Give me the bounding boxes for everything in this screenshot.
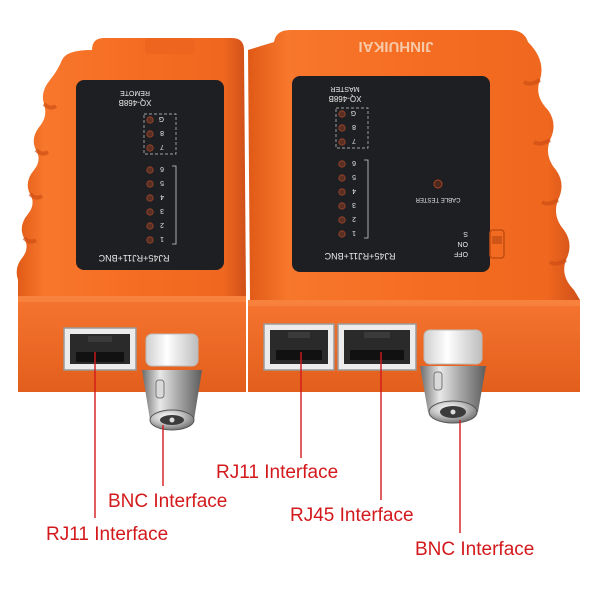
led-label: 6 [352,159,356,166]
led-indicator [338,202,346,210]
led-indicator [338,160,346,168]
led-label: 3 [352,201,356,208]
switch-label-s: S [463,230,468,237]
master-led-column: G 8 7 6 5 4 3 2 1 [335,107,369,239]
led-label: 7 [352,137,356,144]
remote-panel [76,80,224,270]
remote-port-caption: RJ45+RJ11+BNC [98,253,169,263]
led-indicator [146,222,154,230]
remote-rj11-callout: RJ11 Interface [46,524,169,545]
led-label: 3 [160,207,164,214]
master-rj11-callout: RJ11 Interface [216,462,339,483]
led-indicator [146,236,154,244]
master-role-label: MASTER [330,85,359,92]
led-label: 5 [160,179,164,186]
switch-labels: OFF ON S [454,230,468,257]
led-label: 2 [160,221,164,228]
led-indicator [146,194,154,202]
remote-rj11-port [63,327,137,371]
remote-bnc-connector [142,333,202,431]
remote-model-label: XQ-468B [119,98,152,107]
led-label: 6 [160,165,164,172]
callout-lines [94,352,461,533]
led-label: G [159,115,164,122]
master-ridge-shading [522,78,568,266]
master-bnc-connector [420,329,486,424]
cable-tester-label: CABLE TESTER [415,196,461,202]
led-indicator [146,116,154,124]
led-indicator [146,208,154,216]
led-group-outline [143,113,177,155]
master-model-label: XQ-468B [329,94,362,103]
switch-label-on: ON [458,240,469,247]
led-label: 4 [352,187,356,194]
remote-led-column: G 8 7 6 5 4 3 2 1 [143,113,177,245]
led-label: 5 [352,173,356,180]
led-label: 1 [160,235,164,242]
master-rj11-port [263,323,335,371]
remote-top-notch [145,38,195,54]
led-indicator [146,180,154,188]
master-port-caption: RJ45+RJ11+BNC [324,251,395,261]
master-rj45-port [337,323,417,371]
led-indicator [338,174,346,182]
led-indicator [146,166,154,174]
led-indicator [146,130,154,138]
led-indicator [338,110,346,118]
led-indicator [338,138,346,146]
led-label: 7 [160,143,164,150]
master-brand-label: JINHUIKAI [358,38,433,55]
led-label: 1 [352,229,356,236]
led-group-outline [335,107,369,149]
led-label: 2 [352,215,356,222]
led-label: 8 [352,123,356,130]
cable-tester-indicator [433,179,443,189]
master-unit: JINHUIKAI XQ-468B MASTER G 8 7 6 5 4 3 2 1 CABLE… [248,30,580,424]
led-indicator [146,144,154,152]
remote-unit: XQ-468B REMOTE G 8 7 6 5 4 3 2 1 RJ45+RJ11+BNC [16,38,246,431]
led-label: 8 [160,129,164,136]
led-indicator [338,230,346,238]
remote-ridge-shading [22,102,58,244]
led-indicator [338,124,346,132]
led-label: G [351,109,356,116]
remote-role-label: REMOTE [120,89,150,96]
led-label: 4 [160,193,164,200]
led-indicator [338,216,346,224]
remote-bnc-callout: BNC Interface [108,491,228,512]
master-rj45-callout: RJ45 Interface [290,505,414,526]
master-bnc-callout: BNC Interface [415,539,535,560]
led-bracket [364,159,369,239]
switch-label-off: OFF [454,250,468,257]
led-bracket [172,165,177,245]
led-indicator [338,188,346,196]
